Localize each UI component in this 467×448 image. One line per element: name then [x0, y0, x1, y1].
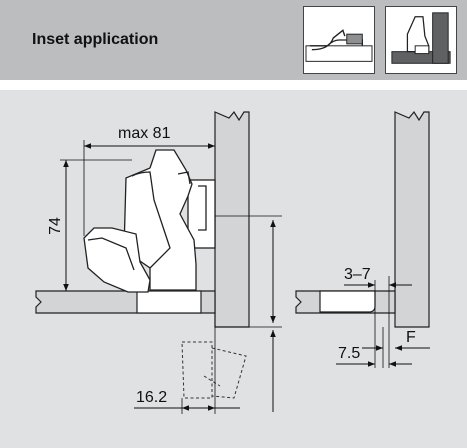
- side-view-thumbnail: [303, 6, 375, 74]
- dim-label-f: F: [406, 329, 416, 346]
- inset-hinge-drawing: max 81 74 16.2 3–7 F 7.: [35, 110, 430, 414]
- dim-label-7-5: 7.5: [338, 345, 360, 362]
- hinge-front-thumbnail-icon: [391, 12, 451, 64]
- hinge-cup-bore-right: [319, 290, 376, 313]
- cabinet-side-panel-left: [214, 110, 250, 328]
- dim-label-gap: 3–7: [344, 266, 371, 283]
- hinge-side-thumbnail-icon: [305, 29, 373, 62]
- hinge-cup-left: [136, 290, 202, 314]
- cabinet-side-panel-right: [394, 110, 430, 328]
- dim-label-74: 74: [47, 217, 64, 235]
- dim-label-max-81: max 81: [118, 125, 171, 142]
- hinge-body-left: [83, 149, 216, 293]
- diagram-title: Inset application: [32, 31, 159, 48]
- open-door-outline: [181, 341, 247, 399]
- header-bar: Inset application: [0, 0, 467, 80]
- front-view-thumbnail: [385, 6, 457, 74]
- dim-label-16-2: 16.2: [136, 389, 167, 406]
- header-divider: [0, 80, 467, 90]
